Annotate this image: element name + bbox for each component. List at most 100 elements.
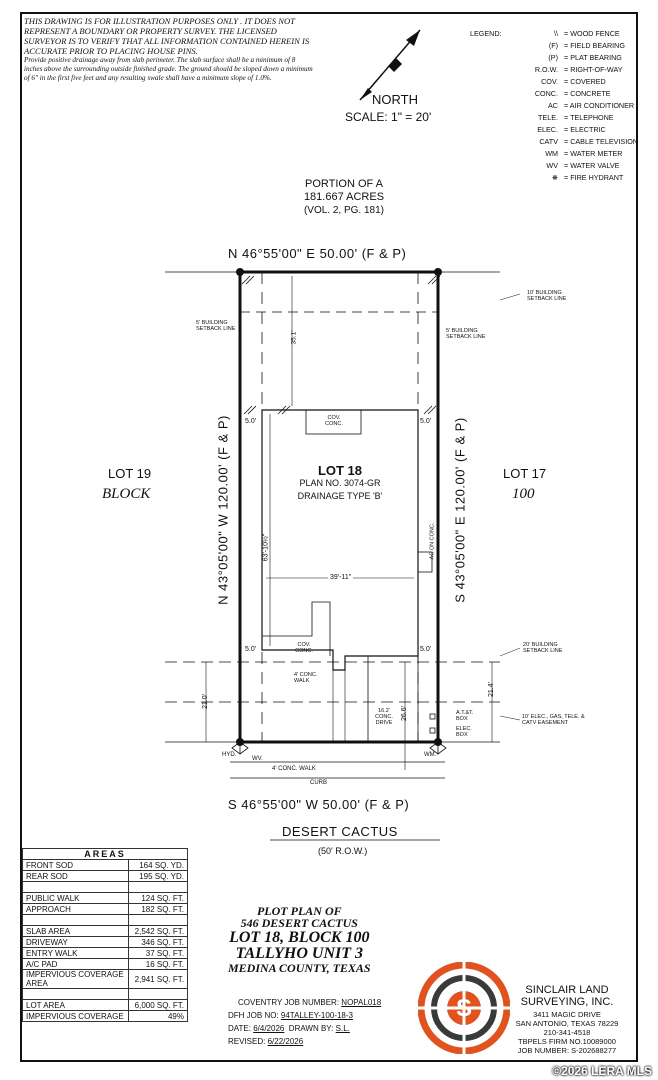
revised-label: REVISED: <box>228 1037 266 1046</box>
area-label: PUBLIC WALK <box>22 892 129 904</box>
company-name2: SURVEYING, INC. <box>520 996 614 1008</box>
legend-desc: = ELECTRIC <box>564 125 606 134</box>
company-address1: 3411 MAGIC DRIVE <box>533 1010 601 1019</box>
company-address2: SAN ANTONIO, TEXAS 78229 <box>515 1019 619 1028</box>
legend-code: AC <box>548 101 558 110</box>
legend-code: (F) <box>548 41 558 50</box>
area-label: ENTRY WALK <box>22 947 129 959</box>
company-firm: TBPELS FIRM NO.10089000 <box>518 1037 616 1046</box>
legend-row: WM= WATER METER <box>470 148 638 160</box>
legend-desc: = WATER VALVE <box>564 161 620 170</box>
street-name: DESERT CACTUS <box>282 824 398 839</box>
date-value: 6/4/2026 <box>253 1024 285 1033</box>
area-label: FRONT SOD <box>22 859 129 871</box>
job-info: COVENTRY JOB NUMBER: NOPAL018 DFH JOB NO… <box>228 996 381 1048</box>
area-label: IMPERVIOUS COVERAGE AREA <box>22 969 129 989</box>
area-label: LOT AREA <box>22 999 129 1011</box>
area-value <box>128 881 188 893</box>
side-setback-left-label: 5' BUILDING SETBACK LINE <box>196 320 236 332</box>
dfh-job: 94TALLEY-100-18-3 <box>280 1011 353 1020</box>
area-value <box>128 914 188 926</box>
dfh-label: DFH JOB NO: <box>228 1011 279 1020</box>
entry-walk-label: 4' CONC. WALK <box>294 672 318 684</box>
drainage-note: Provide positive drainage away from slab… <box>24 56 313 82</box>
coventry-job: NOPAL018 <box>341 998 382 1007</box>
legend-desc: = FIRE HYDRANT <box>564 173 624 182</box>
legend-desc: = RIGHT-OF-WAY <box>564 65 623 74</box>
title-block: PLOT PLAN OF 546 DESERT CACTUS LOT 18, B… <box>228 905 371 975</box>
lot-title: LOT 18 <box>317 463 363 478</box>
north-arrow-icon <box>359 29 421 101</box>
rear-setback-label: 10' BUILDING SETBACK LINE <box>527 290 567 302</box>
north-bearing: N 46°55'00" E 50.00' (F & P) <box>228 246 407 261</box>
portion-line1: PORTION OF A <box>304 178 384 190</box>
east-bearing: S 43°05'00" E 120.00' (F & P) <box>452 417 468 603</box>
legend-code: ELEC. <box>537 125 558 134</box>
date-label: DATE: <box>228 1024 251 1033</box>
area-value: 346 SQ. FT. <box>128 936 188 948</box>
legend-code: CONC. <box>534 89 558 98</box>
legend-desc: = WATER METER <box>564 149 623 158</box>
title-line3: LOT 18, BLOCK 100 <box>229 929 370 946</box>
legend-desc: = FIELD BEARING <box>564 41 625 50</box>
area-value: 182 SQ. FT. <box>128 903 188 915</box>
legend-code: \\ <box>554 29 558 38</box>
area-value: 124 SQ. FT. <box>128 892 188 904</box>
att-box-label: A.T.&T. BOX <box>456 710 474 722</box>
table-row <box>22 988 188 1000</box>
water-valve-label: WV. <box>252 756 263 762</box>
title-line1: PLOT PLAN OF <box>256 904 342 918</box>
legend-title: LEGEND: <box>470 29 502 38</box>
legend-row: COV.= COVERED <box>470 76 638 88</box>
legend-row: (P)= PLAT BEARING <box>470 52 638 64</box>
watermark: ©2026 LERA MLS <box>552 1064 652 1078</box>
front-dim-right: 21.4' <box>487 682 495 697</box>
company-phone: 210-341-4518 <box>543 1028 591 1037</box>
legend-row: AC= AIR CONDITIONER <box>470 100 638 112</box>
disclaimer-main: THIS DRAWING IS FOR ILLUSTRATION PURPOSE… <box>24 16 310 56</box>
block-label: BLOCK <box>102 486 151 502</box>
legend-row: CONC. = CONCRETE <box>470 88 638 100</box>
drawing-border <box>20 12 638 1062</box>
legend-row: LEGEND:\\= WOOD FENCE <box>470 28 638 40</box>
company-logo-icon: S <box>418 962 510 1054</box>
portion-line3: (VOL. 2, PG. 181) <box>303 205 385 216</box>
areas-title: AREAS <box>22 848 188 860</box>
side-dim-right-bottom: 5.0' <box>420 646 432 653</box>
area-label: A/C PAD <box>22 958 129 970</box>
rear-dim: 35.1' <box>290 330 298 345</box>
area-value: 195 SQ. YD. <box>128 870 188 882</box>
west-bearing: N 43°05'00" W 120.00' (F & P) <box>215 415 231 605</box>
street-row: (50' R.O.W.) <box>318 846 368 856</box>
revised-date: 6/22/2026 <box>267 1037 304 1046</box>
legend-row: CATV= CABLE TELEVISION <box>470 136 638 148</box>
legend-row: (F) = FIELD BEARING <box>470 40 638 52</box>
area-label <box>22 881 129 893</box>
north-label: NORTH <box>372 92 418 107</box>
area-label: APPROACH <box>22 903 129 915</box>
legend-row: WV= WATER VALVE <box>470 160 638 172</box>
width-dim: 39'-11" <box>328 574 354 581</box>
plan-number: PLAN NO. 3074-GR <box>299 478 381 488</box>
cov-conc-bottom: COV. CONC. <box>295 642 313 654</box>
side-dim-right-top: 5.0' <box>420 418 432 425</box>
sidewalk-label: 4' CONC. WALK <box>272 766 316 772</box>
legend-row: ❋= FIRE HYDRANT <box>470 172 638 184</box>
curb-label: CURB <box>310 780 328 786</box>
table-row <box>22 881 188 893</box>
legend-code: CATV <box>539 137 558 146</box>
legend-desc: = CONCRETE <box>564 89 611 98</box>
legend-code: R.O.W. <box>534 65 558 74</box>
water-meter-label: WM. <box>424 752 437 758</box>
side-setback-right-label: 5' BUILDING SETBACK LINE <box>446 328 486 340</box>
